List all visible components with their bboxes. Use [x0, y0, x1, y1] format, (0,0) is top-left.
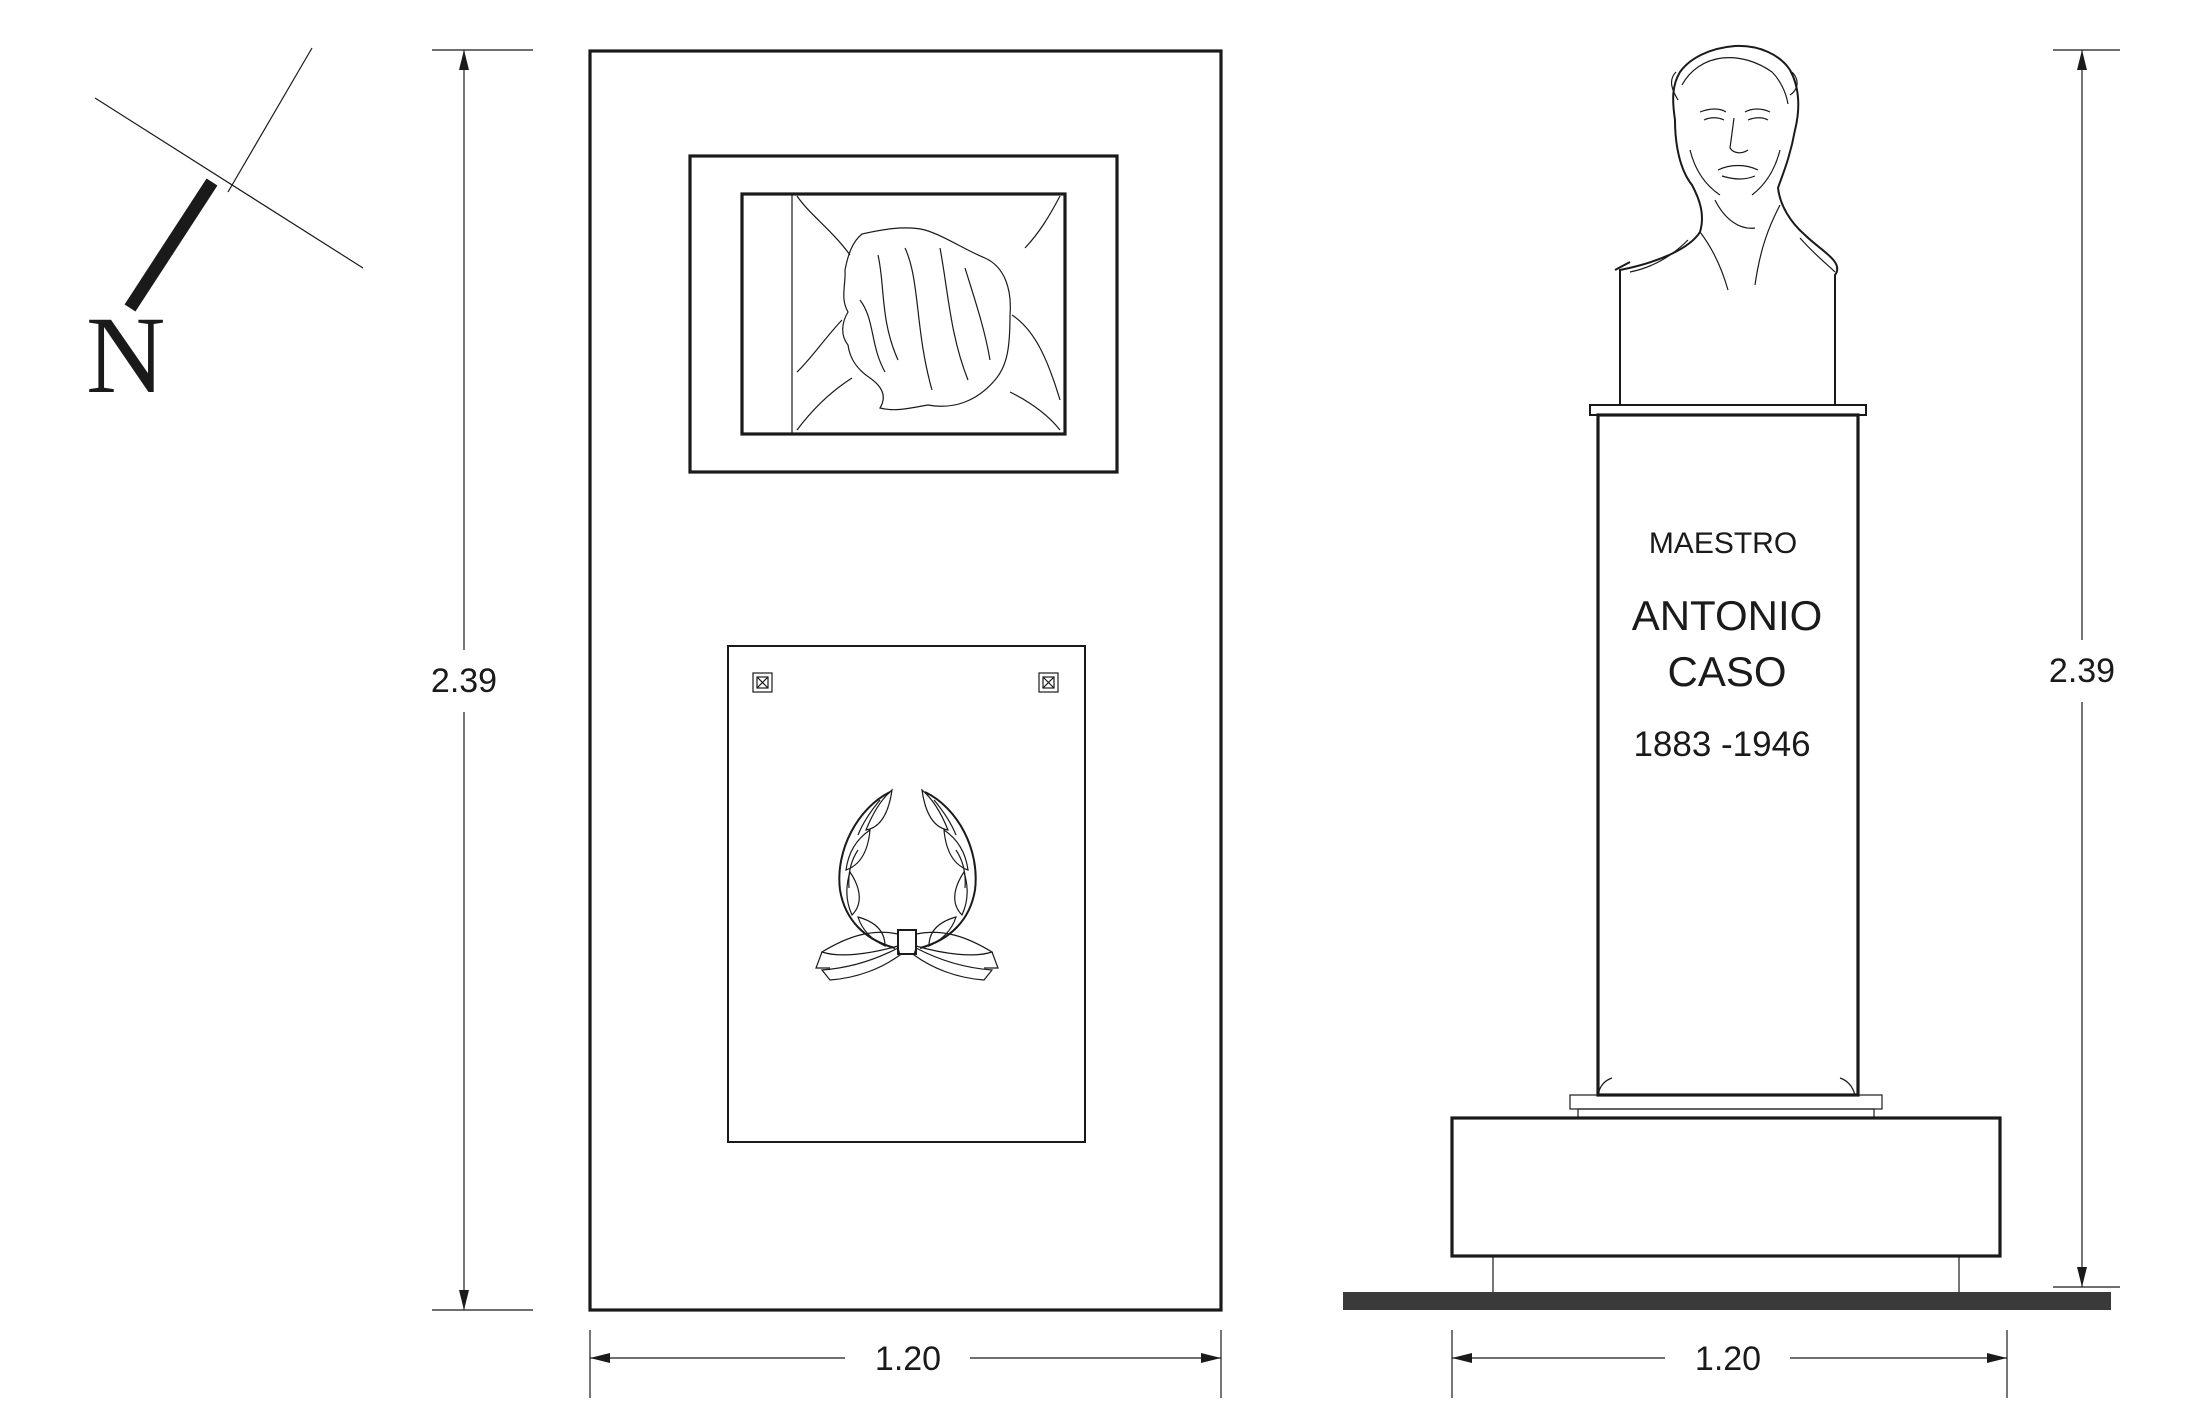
front-elevation: 2.39 — [431, 49, 1223, 1398]
pedestal-base — [1450, 1116, 2002, 1258]
plaque-screw-icon — [1038, 672, 1059, 693]
inscription-last-name: CASO — [1667, 648, 1786, 695]
side-width-label: 1.20 — [1695, 1340, 1761, 1378]
front-slab-outline — [588, 49, 1223, 1312]
side-elevation: MAESTRO ANTONIO CASO 1883 -1946 2.39 — [1343, 44, 2120, 1398]
side-height-dimension: 2.39 — [2049, 49, 2120, 1288]
north-arrow-icon: N — [86, 47, 364, 416]
side-height-label: 2.39 — [2049, 652, 2115, 690]
inscription-title: MAESTRO — [1649, 527, 1797, 560]
laurel-wreath-icon — [815, 788, 999, 981]
inscription-first-name: ANTONIO — [1632, 592, 1823, 639]
north-letter: N — [86, 294, 165, 416]
plaque-screw-icon — [752, 672, 773, 693]
bust-sculpture-icon — [1614, 44, 1839, 405]
side-width-dimension: 1.20 — [1451, 1330, 2008, 1398]
inscription-dates: 1883 -1946 — [1633, 725, 1810, 764]
ground-line — [1343, 1292, 2111, 1310]
column-cap — [1589, 404, 1867, 416]
front-width-label: 1.20 — [875, 1340, 941, 1378]
memorial-plaque — [727, 645, 1086, 1143]
relief-leaf-icon — [796, 195, 1061, 431]
column-inscription: MAESTRO ANTONIO CASO 1883 -1946 — [1632, 527, 1823, 764]
front-height-label: 2.39 — [431, 662, 497, 700]
relief-frame — [688, 154, 1119, 474]
column-plinth — [1569, 1077, 1883, 1119]
front-height-dimension: 2.39 — [431, 49, 533, 1311]
front-width-dimension: 1.20 — [589, 1330, 1222, 1398]
